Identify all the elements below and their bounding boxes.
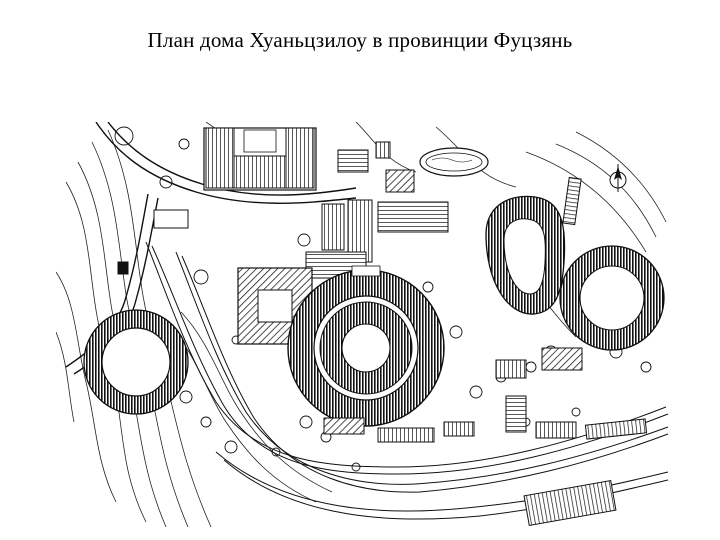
tree-icon (178, 138, 190, 150)
small-buildings-top (305, 141, 449, 279)
central-round-tulou (287, 265, 445, 427)
far-right-round-tulou (559, 245, 665, 351)
north-arrow-icon (609, 164, 627, 192)
slide-title: План дома Хуаньцзилоу в провинции Фуцзян… (147, 28, 573, 52)
top-left-house-block (203, 127, 317, 191)
pond (419, 147, 489, 177)
site-plan-drawing (56, 122, 676, 530)
left-round-tulou (83, 309, 189, 415)
site-plan-svg (56, 122, 669, 528)
annex-buildings (117, 176, 648, 526)
right-oval-tulou (485, 195, 566, 315)
